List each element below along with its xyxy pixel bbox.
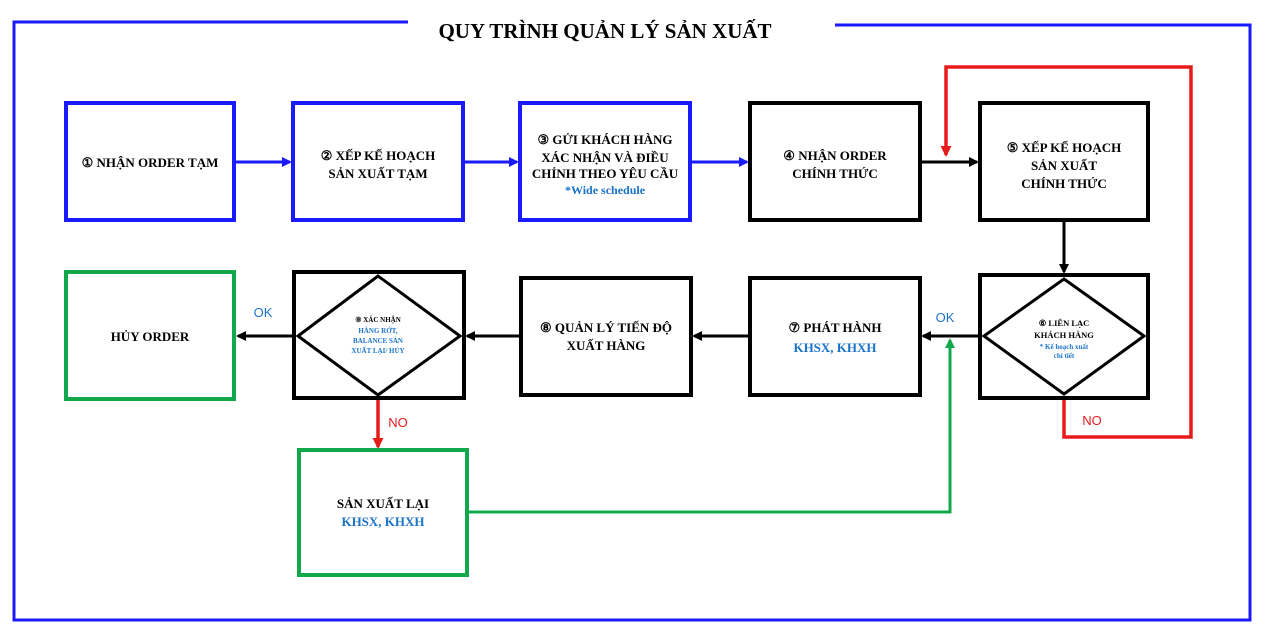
step-3-box: ③ GỬI KHÁCH HÀNG XÁC NHẬN VÀ ĐIỀU CHỈNH … xyxy=(518,101,692,222)
step-6-note-2: chi tiết xyxy=(1054,352,1075,360)
step-7-line-2: KHSX, KHXH xyxy=(793,340,876,355)
step-5-line-3: CHÍNH THỨC xyxy=(1021,176,1107,191)
diagram-title: QUY TRÌNH QUẢN LÝ SẢN XUẤT xyxy=(438,19,771,43)
cancel-order-box: HỦY ORDER xyxy=(64,270,236,401)
step-2-line-1: ② XẾP KẾ HOẠCH xyxy=(321,148,436,163)
step-9-line-2: HÀNG RỚT, xyxy=(358,327,397,335)
step-5-line-1: ⑤ XẾP KẾ HOẠCH xyxy=(1007,140,1122,155)
step-7-line-1: ⑦ PHÁT HÀNH xyxy=(788,320,881,335)
step-3-line-1: ③ GỬI KHÁCH HÀNG xyxy=(537,132,672,147)
step-2-box: ② XẾP KẾ HOẠCH SẢN XUẤT TẠM xyxy=(291,101,465,222)
step-8-line-1: ⑧ QUẢN LÝ TIẾN ĐỘ xyxy=(540,320,672,335)
step-8-box: ⑧ QUẢN LÝ TIẾN ĐỘ XUẤT HÀNG xyxy=(519,276,693,397)
ok-label-left: OK xyxy=(254,305,273,320)
step-9-decision: ⑨ XÁC NHẬN HÀNG RỚT, BALANCE SẢN XUẤT LẠ… xyxy=(292,270,466,400)
ok-label-right: OK xyxy=(936,310,955,325)
step-5-box: ⑤ XẾP KẾ HOẠCH SẢN XUẤT CHÍNH THỨC xyxy=(978,101,1150,222)
step-6-line-2: KHÁCH HÀNG xyxy=(1034,330,1094,340)
outer-frame xyxy=(12,20,1252,622)
arrow-redo-to-7 xyxy=(468,338,955,514)
step-4-box: ④ NHẬN ORDER CHÍNH THỨC xyxy=(748,101,922,222)
step-6-decision: ⑥ LIÊN LẠC KHÁCH HÀNG * Kế hoạch xuất ch… xyxy=(978,273,1150,400)
step-9-line-3: BALANCE SẢN xyxy=(353,337,403,345)
step-1-box: ① NHẬN ORDER TẠM xyxy=(64,101,236,222)
step-3-line-3: CHỈNH THEO YÊU CẦU xyxy=(532,166,679,181)
no-label-left: NO xyxy=(388,415,408,430)
step-4-line-2: CHÍNH THỨC xyxy=(792,166,878,181)
step-3-line-2: XÁC NHẬN VÀ ĐIỀU xyxy=(541,150,669,165)
step-9-line-1: ⑨ XÁC NHẬN xyxy=(355,316,401,324)
arrow-6-no-loop xyxy=(940,65,1193,439)
step-5-line-2: SẢN XUẤT xyxy=(1031,158,1097,173)
reproduce-line-2: KHSX, KHXH xyxy=(341,514,424,529)
step-6-line-1: ⑥ LIÊN LẠC xyxy=(1039,318,1090,328)
step-1-label: ① NHẬN ORDER TẠM xyxy=(82,155,219,170)
reproduce-line-1: SẢN XUẤT LẠI xyxy=(337,496,429,511)
step-2-line-2: SẢN XUẤT TẠM xyxy=(328,166,427,181)
cancel-order-label: HỦY ORDER xyxy=(111,329,190,344)
step-9-line-4: XUẤT LẠI/ HỦY xyxy=(351,347,404,355)
reproduce-box: SẢN XUẤT LẠI KHSX, KHXH xyxy=(297,448,469,577)
step-7-box: ⑦ PHÁT HÀNH KHSX, KHXH xyxy=(748,276,922,397)
step-6-note-1: * Kế hoạch xuất xyxy=(1040,343,1089,351)
step-3-note: *Wide schedule xyxy=(565,183,646,197)
no-label-right: NO xyxy=(1082,413,1102,428)
step-4-line-1: ④ NHẬN ORDER xyxy=(783,148,887,163)
step-8-line-2: XUẤT HÀNG xyxy=(567,338,646,353)
